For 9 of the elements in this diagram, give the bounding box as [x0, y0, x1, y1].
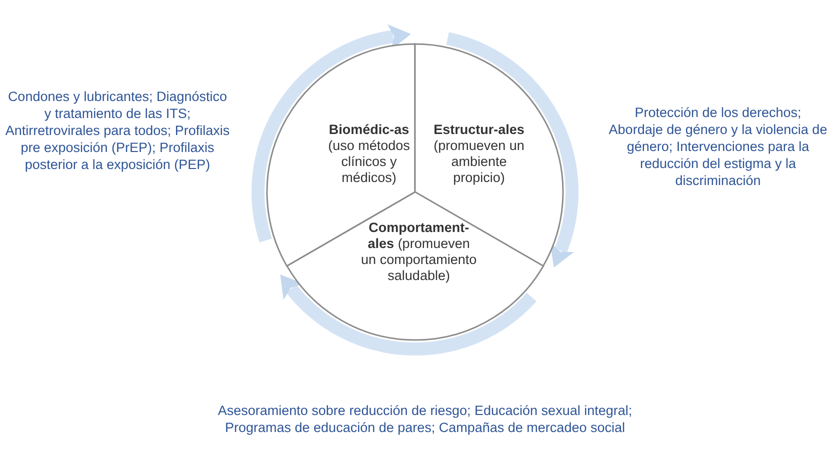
sector-text: Comportament-ales (promueven un comportamiento saludable) — [360, 220, 478, 284]
cycle-arrow — [446, 32, 578, 268]
intervention-list-text: Protección de los derechos; Abordaje de género y la violencia de género; Intervenciones para la reducción del estigma y la discriminación — [608, 104, 828, 189]
cycle-arrow — [279, 275, 536, 356]
sector-text: Biomédic-as (uso métodos clínicos y médicos) — [327, 122, 411, 186]
sector-text: Estructur-ales (promueven un ambiente propicio) — [432, 122, 526, 186]
intervention-list-text: Asesoramiento sobre reducción de riesgo; Educación sexual integral; Programas de educación de pares; Campañas de mercadeo social — [216, 402, 634, 436]
intervention-list-text: Condones y lubricantes; Diagnóstico y tratamiento de las ITS; Antirretrovirales para todos; Profilaxis pre exposición (PrEP); Profilaxis posterior a la exposición (PEP) — [5, 88, 230, 173]
cycle-arrow — [252, 24, 411, 242]
